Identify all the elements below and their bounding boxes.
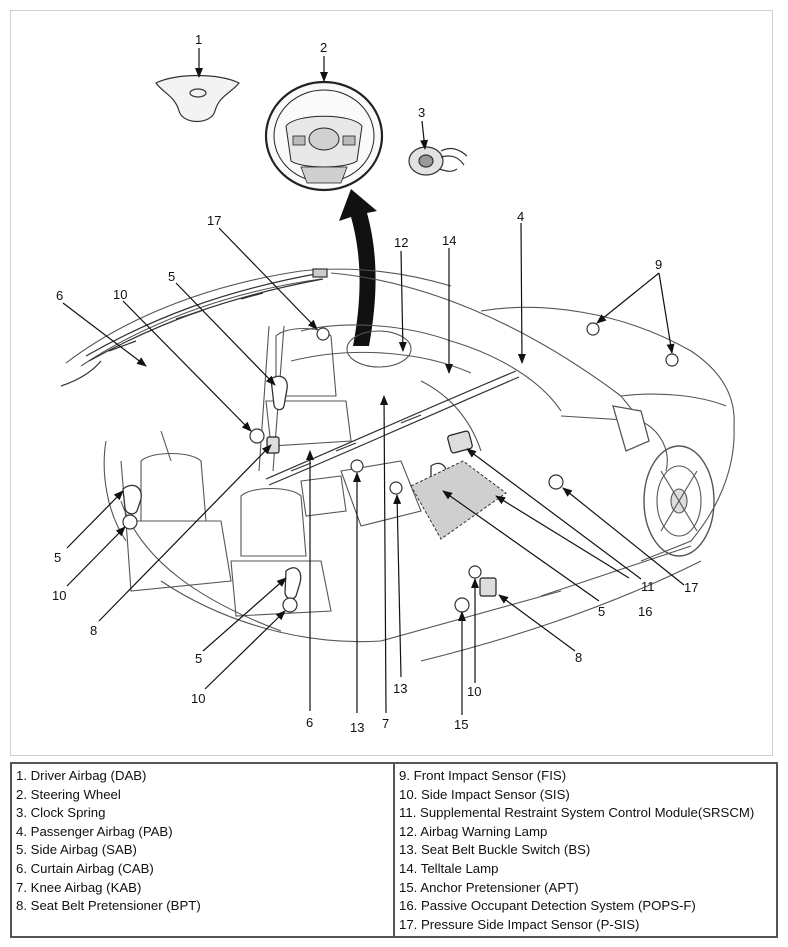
driver-airbag-icon bbox=[155, 74, 240, 123]
legend-item-14: 14. Telltale Lamp bbox=[399, 860, 499, 876]
callout-6: 6 bbox=[56, 288, 63, 303]
callout-10: 10 bbox=[191, 691, 205, 706]
legend-item-1: 1. Driver Airbag (DAB) bbox=[16, 768, 147, 783]
airbag-system-diagram: 1 2 3 17 4 14 12 9 5 6 10 5 10 8 5 10 6 … bbox=[52, 32, 735, 735]
callout-16: 16 bbox=[638, 604, 652, 619]
legend-item-16: 16. Passive Occupant Detection System (P… bbox=[399, 898, 696, 914]
legend-column-left: 1. Driver Airbag (DAB) 2. Steering Wheel… bbox=[12, 764, 393, 936]
callout-12: 12 bbox=[394, 235, 408, 250]
callout-17: 17 bbox=[684, 580, 698, 595]
vehicle-outline bbox=[65, 268, 735, 662]
callout-15: 15 bbox=[454, 717, 468, 732]
legend-item-7: 7. Knee Airbag (KAB) bbox=[16, 879, 142, 895]
steering-wheel-icon bbox=[264, 80, 384, 192]
callout-10: 10 bbox=[52, 588, 66, 603]
leader-lines bbox=[62, 48, 685, 715]
legend-item-4: 4. Passenger Airbag (PAB) bbox=[16, 823, 173, 839]
callout-9: 9 bbox=[655, 257, 662, 272]
legend-item-17: 17. Pressure Side Impact Sensor (P-SIS) bbox=[399, 916, 640, 932]
callout-8: 8 bbox=[90, 623, 97, 638]
callout-5: 5 bbox=[195, 651, 202, 666]
callout-3: 3 bbox=[418, 105, 425, 120]
callout-8: 8 bbox=[575, 650, 582, 665]
callout-7: 7 bbox=[382, 716, 389, 731]
callout-5: 5 bbox=[598, 604, 605, 619]
curved-arrow bbox=[339, 189, 377, 346]
callout-labels: 1 2 3 17 4 14 12 9 5 6 10 5 10 8 5 10 6 … bbox=[52, 32, 698, 735]
legend-item-10: 10. Side Impact Sensor (SIS) bbox=[399, 786, 570, 802]
callout-5: 5 bbox=[54, 550, 61, 565]
legend-item-12: 12. Airbag Warning Lamp bbox=[399, 823, 548, 839]
callout-4: 4 bbox=[517, 209, 524, 224]
callout-10: 10 bbox=[467, 684, 481, 699]
legend-item-9: 9. Front Impact Sensor (FIS) bbox=[399, 768, 567, 783]
legend-item-13: 13. Seat Belt Buckle Switch (BS) bbox=[399, 842, 591, 858]
callout-11: 11 bbox=[641, 579, 655, 594]
legend-table: 1. Driver Airbag (DAB) 2. Steering Wheel… bbox=[10, 762, 778, 938]
legend-item-5: 5. Side Airbag (SAB) bbox=[16, 842, 137, 858]
callout-6: 6 bbox=[306, 715, 313, 730]
callout-2: 2 bbox=[320, 40, 327, 55]
curtain-airbag-right-icon bbox=[265, 370, 520, 486]
legend-item-11: 11. Supplemental Restraint System Contro… bbox=[399, 805, 755, 821]
legend-item-3: 3. Clock Spring bbox=[16, 805, 106, 821]
callout-5: 5 bbox=[168, 269, 175, 284]
callout-1: 1 bbox=[195, 32, 202, 47]
callout-13: 13 bbox=[350, 720, 364, 735]
legend-item-6: 6. Curtain Airbag (CAB) bbox=[16, 860, 154, 876]
callout-13: 13 bbox=[393, 681, 407, 696]
sensor-circles bbox=[122, 322, 679, 613]
pops-f-mat bbox=[410, 460, 507, 540]
diagram-frame: 1 2 3 17 4 14 12 9 5 6 10 5 10 8 5 10 6 … bbox=[10, 10, 773, 756]
curtain-airbag-icon bbox=[60, 268, 328, 387]
callout-10: 10 bbox=[113, 287, 127, 302]
callout-14: 14 bbox=[442, 233, 456, 248]
legend-column-right: 9. Front Impact Sensor (FIS) 10. Side Im… bbox=[393, 764, 776, 936]
callout-17: 17 bbox=[207, 213, 221, 228]
clock-spring-icon bbox=[408, 146, 468, 176]
legend-item-2: 2. Steering Wheel bbox=[16, 786, 121, 802]
legend-item-8: 8. Seat Belt Pretensioner (BPT) bbox=[16, 898, 201, 914]
legend-item-15: 15. Anchor Pretensioner (APT) bbox=[399, 879, 579, 895]
